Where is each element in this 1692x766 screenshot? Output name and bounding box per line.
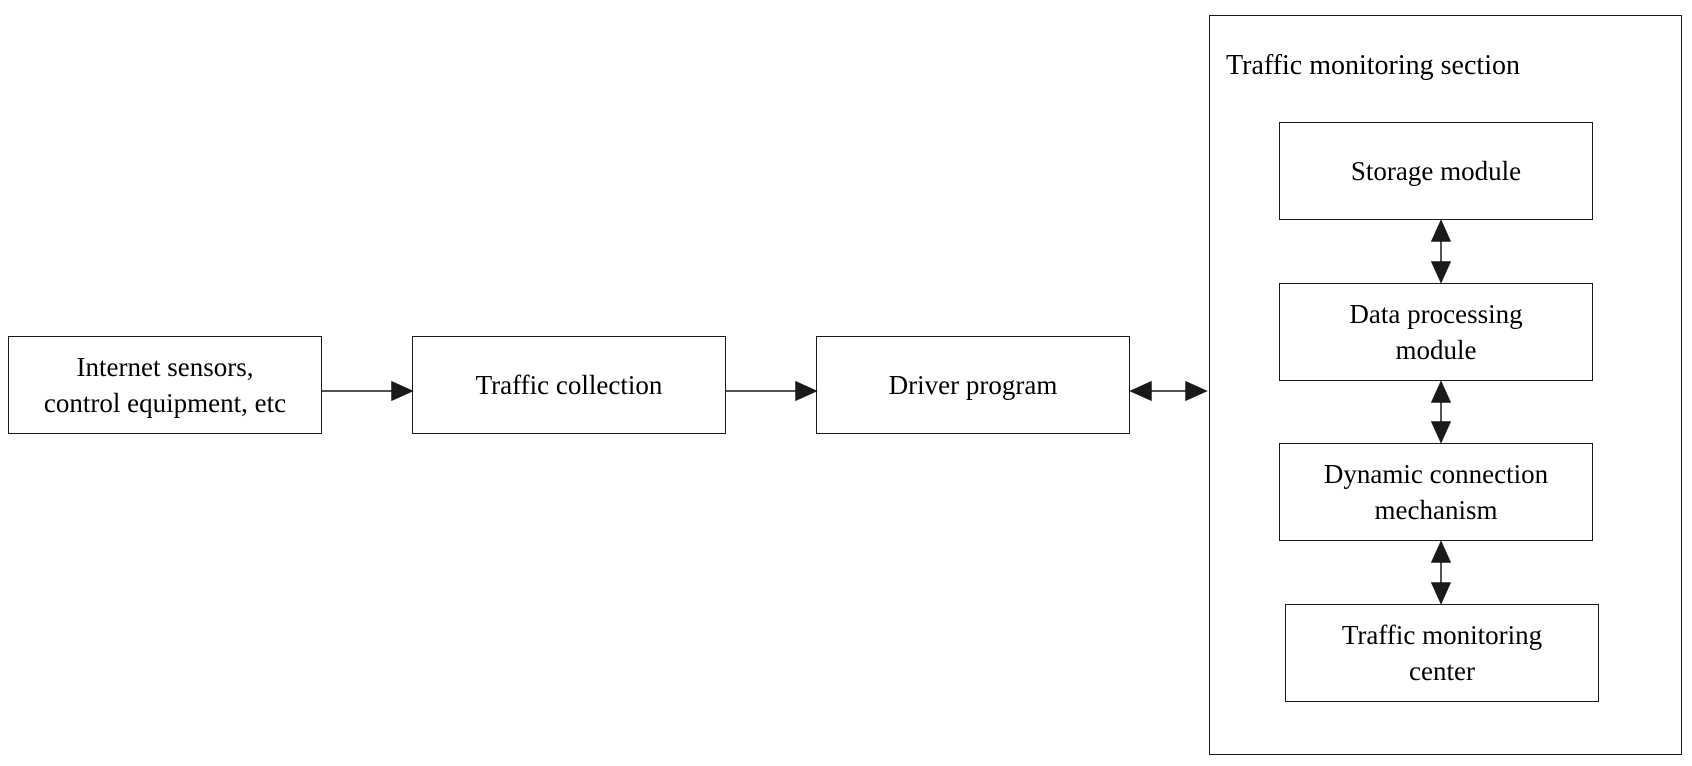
node-traffic-collection-label: Traffic collection: [475, 370, 663, 400]
node-data-processing-line-2: module: [1395, 335, 1477, 365]
node-sensors: Internet sensors, control equipment, etc: [8, 336, 322, 434]
node-driver-program: Driver program: [816, 336, 1130, 434]
arrowhead-sensors-to-collection: [391, 380, 414, 402]
node-sensors-line-1: Internet sensors,: [76, 352, 254, 382]
node-traffic-monitoring-center-line-2: center: [1409, 656, 1475, 686]
arrowhead-dynamic-up: [1430, 540, 1452, 563]
arrowhead-processing-up: [1430, 380, 1452, 403]
node-storage-module: Storage module: [1279, 122, 1593, 220]
node-sensors-line-2: control equipment, etc: [43, 388, 287, 418]
node-dynamic-connection-line-2: mechanism: [1374, 495, 1498, 525]
node-data-processing-module: Data processing module: [1279, 283, 1593, 381]
arrowhead-dynamic-down: [1430, 421, 1452, 444]
arrowhead-center-down: [1430, 582, 1452, 605]
node-traffic-monitoring-center: Traffic monitoring center: [1285, 604, 1599, 702]
section-title: Traffic monitoring section: [1226, 50, 1520, 81]
arrowhead-processing-down: [1430, 261, 1452, 284]
arrowhead-section-right: [1185, 380, 1208, 402]
node-storage-module-label: Storage module: [1350, 156, 1522, 186]
node-traffic-monitoring-center-line-1: Traffic monitoring: [1341, 620, 1543, 650]
arrowhead-collection-to-driver: [795, 380, 818, 402]
arrowhead-driver-left: [1129, 380, 1152, 402]
node-dynamic-connection-mechanism: Dynamic connection mechanism: [1279, 443, 1593, 541]
arrowhead-storage-up: [1430, 219, 1452, 242]
node-dynamic-connection-line-1: Dynamic connection: [1323, 459, 1549, 489]
node-traffic-collection: Traffic collection: [412, 336, 726, 434]
node-driver-program-label: Driver program: [888, 370, 1058, 400]
node-data-processing-line-1: Data processing: [1349, 299, 1523, 329]
